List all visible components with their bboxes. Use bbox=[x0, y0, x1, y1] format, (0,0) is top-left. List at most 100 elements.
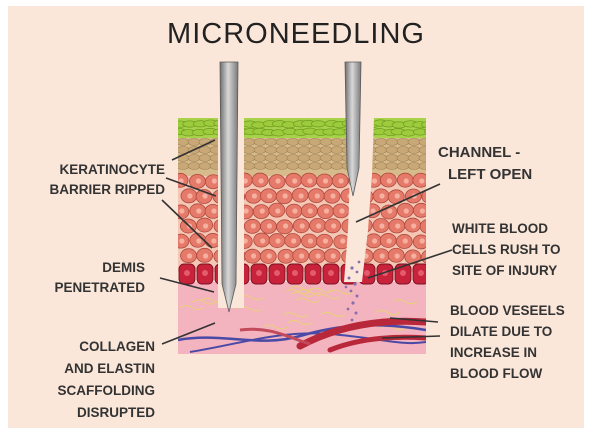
granular-cell bbox=[407, 154, 421, 162]
granular-cell bbox=[178, 138, 190, 146]
blood-vessels-line-2: DILATE DUE TO bbox=[450, 324, 553, 339]
cell-nucleus bbox=[211, 178, 217, 184]
spinous-cell bbox=[419, 219, 426, 234]
collagen-fibre bbox=[283, 312, 309, 318]
white-blood-label: WHITE BLOOD CELLS RUSH TO SITE OF INJURY bbox=[452, 218, 561, 281]
granular-cell bbox=[319, 146, 333, 154]
capillary bbox=[239, 327, 311, 346]
granular-cell bbox=[319, 154, 333, 162]
needle-right bbox=[344, 61, 362, 197]
granular-cell bbox=[396, 162, 410, 170]
granular-cell bbox=[198, 162, 212, 170]
cell-nucleus bbox=[394, 193, 400, 199]
blood-vessel-blue bbox=[178, 323, 426, 342]
collagen-fibre bbox=[297, 289, 323, 295]
granular-cell bbox=[275, 138, 289, 146]
cell-nucleus bbox=[411, 253, 417, 259]
granular-cell bbox=[308, 162, 322, 170]
granular-cell bbox=[253, 146, 267, 154]
collagen-line-3: SCAFFOLDING bbox=[57, 383, 156, 398]
granular-cell bbox=[187, 138, 201, 146]
cell-nucleus bbox=[338, 178, 344, 184]
granular-cell bbox=[330, 138, 344, 146]
collagen-fibre bbox=[191, 299, 217, 305]
granular-cell bbox=[374, 162, 388, 170]
cell-nucleus bbox=[323, 208, 330, 214]
cell-nucleus bbox=[307, 178, 313, 184]
keratinocyte-line-2: BARRIER RIPPED bbox=[49, 182, 165, 197]
cell-nucleus bbox=[266, 253, 272, 259]
channel-line-2: LEFT OPEN bbox=[448, 166, 533, 183]
white-blood-cells bbox=[344, 260, 361, 322]
collagen-fibre bbox=[316, 294, 341, 300]
basal-nucleus bbox=[400, 270, 406, 276]
basal-nucleus bbox=[310, 270, 316, 276]
cell-nucleus bbox=[292, 208, 298, 214]
basal-nucleus bbox=[256, 270, 262, 276]
cell-nucleus bbox=[291, 238, 297, 244]
cell-nucleus bbox=[203, 253, 209, 259]
cell-nucleus bbox=[250, 223, 256, 229]
basal-nucleus bbox=[292, 270, 298, 276]
cell-nucleus bbox=[403, 178, 409, 184]
granular-cell bbox=[396, 138, 410, 146]
cell-nucleus bbox=[195, 178, 202, 184]
granular-cell bbox=[330, 154, 344, 162]
channel-label: CHANNEL - LEFT OPEN bbox=[438, 142, 532, 186]
channel-line-1: CHANNEL - bbox=[438, 144, 521, 161]
cell-nucleus bbox=[275, 208, 281, 214]
granular-cell bbox=[308, 138, 322, 146]
granular-cell bbox=[286, 138, 300, 146]
granular-cell bbox=[297, 146, 311, 154]
cell-nucleus bbox=[202, 193, 208, 199]
collagen-fibre bbox=[295, 297, 321, 303]
cell-nucleus bbox=[330, 253, 336, 259]
cell-nucleus bbox=[419, 238, 425, 244]
collagen-fibres bbox=[179, 285, 426, 331]
granular-cell bbox=[396, 154, 410, 162]
basal-nucleus bbox=[184, 270, 190, 276]
corneum-cell bbox=[401, 129, 416, 137]
granular-cell bbox=[385, 138, 399, 146]
page-title: MICRONEEDLING bbox=[167, 18, 425, 50]
granular-cell bbox=[319, 138, 333, 146]
collagen-fibre bbox=[262, 324, 288, 330]
blood-vessels-label: BLOOD VESEELS DILATE DUE TO INCREASE IN … bbox=[450, 300, 565, 384]
cell-nucleus bbox=[186, 253, 193, 259]
cell-nucleus bbox=[203, 223, 209, 229]
cell-nucleus bbox=[260, 238, 266, 244]
cell-nucleus bbox=[258, 178, 264, 184]
collagen-fibre bbox=[320, 311, 346, 317]
basal-nucleus bbox=[202, 270, 208, 276]
cell-nucleus bbox=[379, 193, 385, 199]
granular-cell bbox=[178, 162, 190, 170]
demis-label: DEMIS PENETRATED bbox=[54, 258, 145, 298]
cell-nucleus bbox=[266, 193, 273, 199]
cell-nucleus bbox=[419, 178, 425, 184]
leader-lines bbox=[159, 139, 453, 345]
granular-cell bbox=[407, 138, 421, 146]
cell-nucleus bbox=[196, 208, 202, 214]
granular-cell bbox=[253, 138, 267, 146]
granular-cell bbox=[264, 162, 278, 170]
cell-nucleus bbox=[340, 238, 346, 244]
cell-nucleus bbox=[275, 178, 281, 184]
granular-cell bbox=[330, 162, 344, 170]
basal-nucleus bbox=[274, 270, 280, 276]
cell-nucleus bbox=[259, 208, 265, 214]
granular-cell bbox=[275, 162, 289, 170]
cell-nucleus bbox=[331, 223, 337, 229]
granular-cell bbox=[187, 162, 201, 170]
granular-cell bbox=[418, 146, 426, 154]
cell-nucleus bbox=[242, 178, 248, 184]
cell-nucleus bbox=[307, 238, 314, 244]
cell-nucleus bbox=[403, 208, 409, 214]
cell-nucleus bbox=[179, 208, 185, 214]
cell-nucleus bbox=[266, 223, 273, 229]
granular-cell bbox=[407, 146, 421, 154]
granular-cell bbox=[264, 146, 278, 154]
cell-nucleus bbox=[292, 178, 298, 184]
collagen-line-2: AND ELASTIN bbox=[64, 361, 155, 376]
